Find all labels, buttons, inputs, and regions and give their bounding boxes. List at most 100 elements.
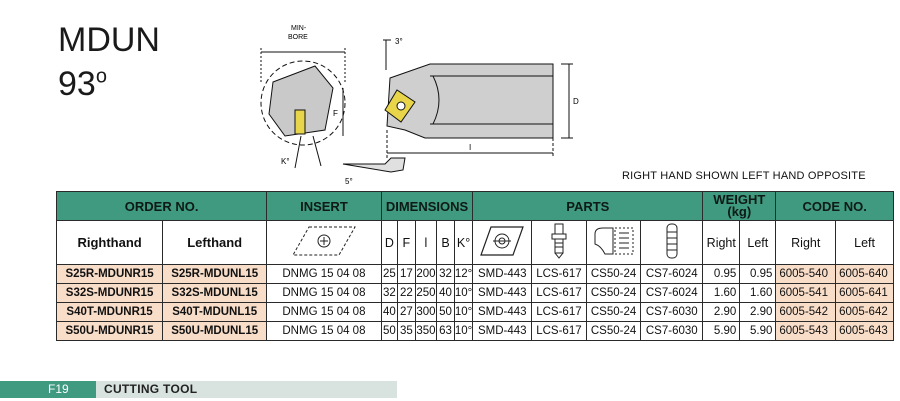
clamp-icon (585, 220, 642, 265)
weight-left: 0.95 (739, 264, 777, 284)
part-clamp: CS50-24 (585, 264, 642, 284)
code-right: 6005-542 (775, 302, 837, 322)
holder-side-view (386, 63, 554, 139)
page-footer: F19 CUTTING TOOL (0, 381, 397, 398)
title-line-2: 93o (58, 62, 160, 106)
weight-right: 5.90 (702, 321, 741, 341)
subheader-code-left: Left (835, 220, 894, 265)
weight-left: 1.60 (739, 283, 777, 303)
righthand-code: S50U-MDUNR15 (55, 321, 164, 341)
insert-code: DNMG 15 04 08 (266, 302, 382, 322)
part-clamp-screw: CS7-6030 (640, 321, 704, 341)
part-clamp: CS50-24 (585, 283, 642, 303)
weight-right: 1.60 (702, 283, 741, 303)
part-shim: SMD-443 (472, 283, 533, 303)
section-label: CUTTING TOOL (104, 382, 198, 396)
footer-green-bar (0, 381, 96, 398)
subheader-l: l (414, 220, 438, 265)
part-shim: SMD-443 (472, 264, 533, 284)
dim-d: 40 (380, 302, 399, 322)
dim-b: 32 (436, 264, 455, 284)
title-angle: 93 (58, 65, 96, 103)
subheader-weight-right: Right (702, 220, 741, 265)
dim-d-label: D (573, 97, 579, 106)
dim-b: 40 (436, 283, 455, 303)
righthand-code: S32S-MDUNR15 (55, 283, 164, 303)
lefthand-code: S50U-MDUNL15 (162, 321, 268, 341)
dim-d: 25 (380, 264, 399, 284)
weight-right: 0.95 (702, 264, 741, 284)
subheader-code-right: Right (775, 220, 837, 265)
subheader-b: B (436, 220, 455, 265)
clamp-screw-icon (640, 220, 704, 265)
righthand-code: S25R-MDUNR15 (55, 264, 164, 284)
title-line-1: MDUN (58, 21, 160, 59)
table-row: S50U-MDUNR15 S50U-MDUNL15 DNMG 15 04 08 … (55, 321, 894, 341)
table-row: S40T-MDUNR15 S40T-MDUNL15 DNMG 15 04 08 … (55, 302, 894, 322)
part-lock-screw: LCS-617 (531, 321, 587, 341)
part-shim: SMD-443 (472, 321, 533, 341)
lefthand-code: S40T-MDUNL15 (162, 302, 268, 322)
weight-left: 2.90 (739, 302, 777, 322)
weight-left: 5.90 (739, 321, 777, 341)
subheader-k: K° (453, 220, 474, 265)
hand-note: RIGHT HAND SHOWN LEFT HAND OPPOSITE (622, 170, 866, 182)
table-row: S32S-MDUNR15 S32S-MDUNL15 DNMG 15 04 08 … (55, 283, 894, 303)
shim-icon (472, 220, 533, 265)
part-clamp-screw: CS7-6024 (640, 283, 704, 303)
insert-code: DNMG 15 04 08 (266, 321, 382, 341)
code-right: 6005-541 (775, 283, 837, 303)
code-left: 6005-641 (835, 283, 894, 303)
angle-top-label: 3° (395, 37, 403, 46)
degree-mark: o (95, 65, 107, 88)
lock-screw-icon (531, 220, 587, 265)
part-lock-screw: LCS-617 (531, 302, 587, 322)
dim-l: 300 (414, 302, 438, 322)
code-left: 6005-640 (835, 264, 894, 284)
code-right: 6005-540 (775, 264, 837, 284)
dim-l: 200 (414, 264, 438, 284)
tool-end-view (268, 65, 334, 137)
min-label: MIN- (291, 25, 307, 32)
dim-f-label: F (333, 109, 338, 118)
dim-k: 12° (453, 264, 474, 284)
header-insert: INSERT (266, 191, 382, 221)
dim-k: 10° (453, 302, 474, 322)
dim-b: 63 (436, 321, 455, 341)
header-weight-label: WEIGHT (713, 192, 766, 207)
footer-light-bar (96, 381, 397, 398)
insert-end-view (294, 109, 306, 135)
dim-b: 50 (436, 302, 455, 322)
dim-k-label: K° (281, 157, 290, 166)
table-row: S25R-MDUNR15 S25R-MDUNL15 DNMG 15 04 08 … (55, 264, 894, 284)
lefthand-code: S25R-MDUNL15 (162, 264, 268, 284)
dim-d: 32 (380, 283, 399, 303)
weight-right: 2.90 (702, 302, 741, 322)
part-clamp-screw: CS7-6024 (640, 264, 704, 284)
subheader-f: F (397, 220, 416, 265)
bore-label: BORE (288, 34, 308, 41)
dim-k: 10° (453, 283, 474, 303)
code-left: 6005-642 (835, 302, 894, 322)
angle-bottom-label: 5° (345, 177, 353, 186)
part-clamp-screw: CS7-6030 (640, 302, 704, 322)
header-weight: WEIGHT(kg) (702, 191, 777, 221)
code-right: 6005-543 (775, 321, 837, 341)
subheader-d: D (380, 220, 399, 265)
dim-f: 17 (397, 264, 416, 284)
dim-k: 10° (453, 321, 474, 341)
header-order-no: ORDER NO. (55, 191, 268, 221)
righthand-code: S40T-MDUNR15 (55, 302, 164, 322)
subheader-righthand: Righthand (55, 220, 164, 265)
insert-shape-icon (266, 220, 382, 265)
header-dimensions: DIMENSIONS (380, 191, 474, 221)
header-code-no: CODE NO. (775, 191, 894, 221)
subheader-weight-left: Left (739, 220, 777, 265)
part-shim: SMD-443 (472, 302, 533, 322)
part-lock-screw: LCS-617 (531, 283, 587, 303)
insert-code: DNMG 15 04 08 (266, 264, 382, 284)
dim-l: 350 (414, 321, 438, 341)
code-left: 6005-643 (835, 321, 894, 341)
part-clamp: CS50-24 (585, 302, 642, 322)
page-number: F19 (48, 382, 69, 396)
